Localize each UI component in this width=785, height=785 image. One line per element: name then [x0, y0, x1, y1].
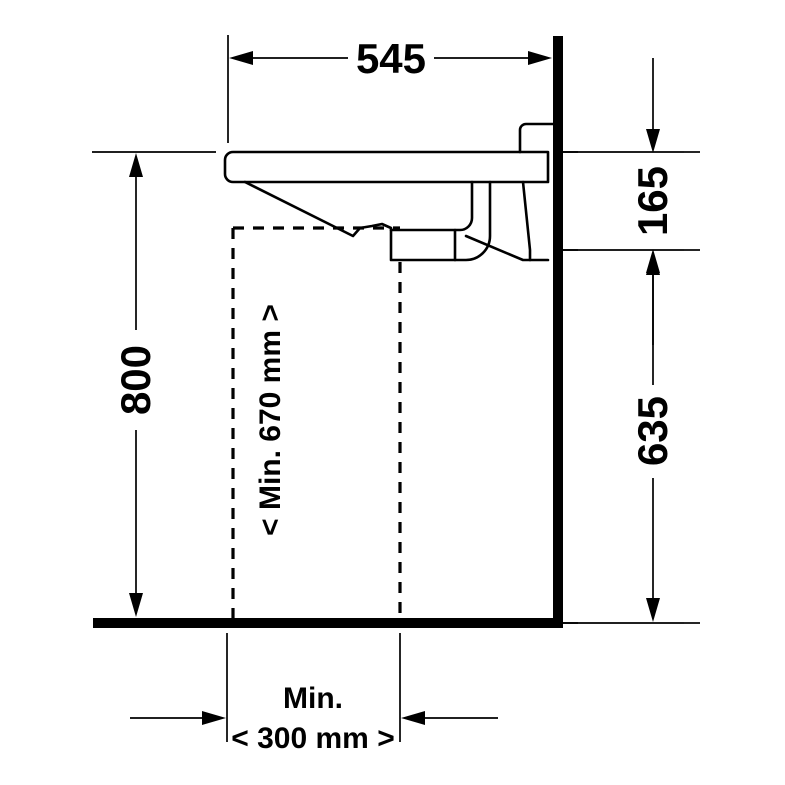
dim-545-arrow-right	[528, 51, 552, 65]
basin-rear-brace	[464, 234, 550, 262]
dim-300-arrow-left	[202, 711, 226, 725]
drain-trap-inner	[453, 180, 492, 262]
basin-bowl-underside	[243, 180, 393, 238]
toe-clearance-label-line1: Min.	[283, 682, 343, 715]
dim-165-arrow-top	[646, 129, 660, 153]
dim-300-arrow-right	[401, 711, 425, 725]
washbasin-profile	[223, 122, 555, 262]
drain-trap-outer	[453, 180, 474, 232]
dim-800-value: 800	[112, 345, 159, 415]
floor-element	[93, 618, 560, 628]
dim-800-arrow-top	[129, 153, 143, 177]
dim-635-arrow-bottom	[646, 598, 660, 622]
dim-165-value: 165	[629, 166, 676, 236]
dim-545-arrow-left	[229, 51, 253, 65]
knee-clearance-label: < Min. 670 mm >	[254, 304, 287, 536]
dimension-toe-clearance: Min. < 300 mm >	[130, 633, 498, 755]
dim-545-value: 545	[356, 35, 426, 82]
dim-635-arrow-top	[646, 251, 660, 275]
wall-mount-bracket	[518, 122, 555, 154]
dim-800-arrow-bottom	[129, 593, 143, 617]
dimension-800: 800	[92, 151, 216, 617]
toe-clearance-label-line2: < 300 mm >	[231, 722, 394, 755]
basin-rim	[223, 150, 550, 184]
dimension-635: 635	[562, 251, 684, 624]
dim-635-value: 635	[629, 396, 676, 466]
wall-element	[553, 36, 563, 628]
dashed-clearance-rectangle	[231, 226, 402, 618]
reference-ticks	[563, 151, 700, 624]
dimension-545: 545	[227, 35, 552, 143]
basin-back-panel	[521, 180, 532, 262]
